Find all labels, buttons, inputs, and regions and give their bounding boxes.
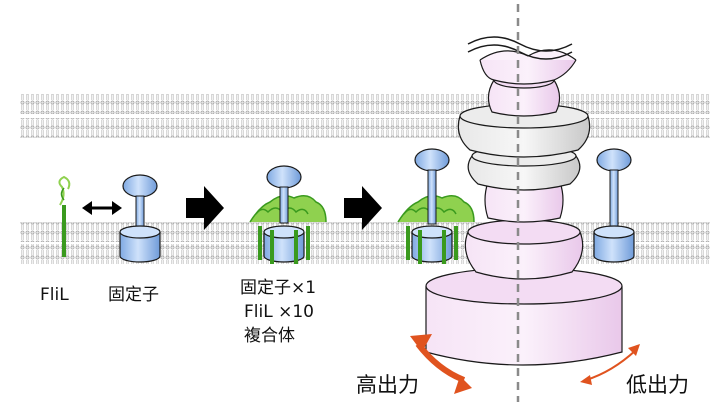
- outer-membrane: [20, 94, 710, 138]
- high-output-label: 高出力: [356, 373, 419, 397]
- stator-flil-complex: [249, 165, 327, 264]
- double-arrow-icon: [82, 201, 122, 215]
- stator-label: 固定子: [108, 285, 159, 305]
- low-output-rotation-icon: [580, 344, 640, 385]
- stator-protein: [119, 174, 161, 263]
- complex-label-line2: FliL ×10: [244, 302, 314, 322]
- complex-label-line3: 複合体: [244, 326, 295, 346]
- flil-protein: [58, 175, 71, 257]
- step-arrow-2-icon: [344, 186, 382, 230]
- high-output-rotation-icon: [410, 334, 472, 394]
- complex-attached-to-motor: [397, 148, 475, 264]
- flagellar-motor: [425, 36, 623, 366]
- stator-protein-right: [593, 148, 635, 263]
- low-output-label: 低出力: [626, 373, 689, 397]
- step-arrow-1-icon: [186, 186, 224, 230]
- complex-label-line1: 固定子×1: [240, 278, 316, 298]
- flil-label: FliL: [40, 285, 69, 305]
